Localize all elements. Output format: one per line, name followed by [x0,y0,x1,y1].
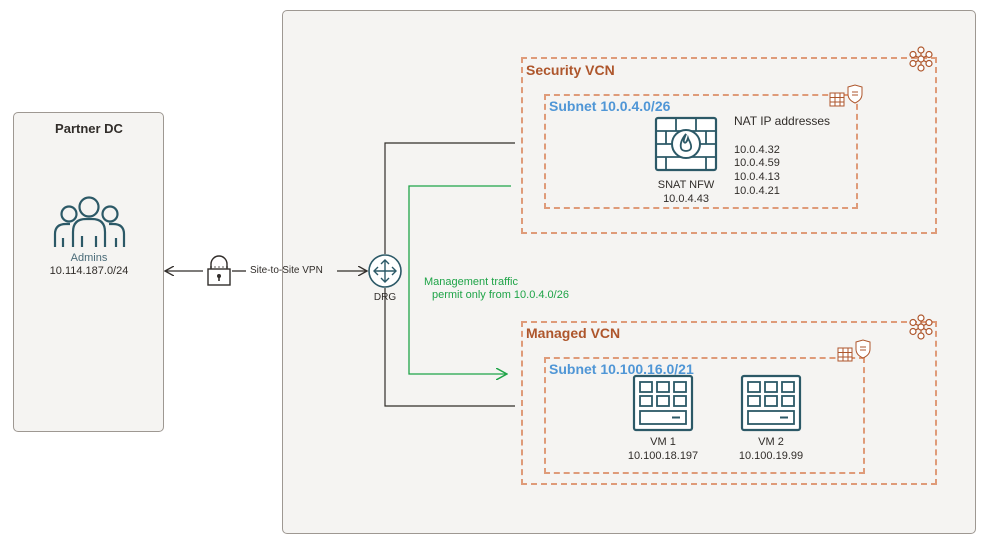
management-line1: Management traffic [424,276,518,288]
partner-dc-title: Partner DC [55,121,123,136]
vm1-name: VM 1 [650,436,676,448]
management-traffic-arrow [408,185,511,374]
lock-icon [207,255,231,286]
drg-router-icon [368,254,402,288]
nat-ip-3: 10.0.4.13 [734,171,780,183]
vm2-name: VM 2 [758,436,784,448]
security-vcn-title: Security VCN [526,62,615,78]
managed-vcn-network-icon [909,314,933,340]
firewall-name: SNAT NFW [657,179,715,191]
admins-cidr: 10.114.187.0/24 [49,265,129,277]
drg-to-security-line [384,142,515,254]
vpn-label: Site-to-Site VPN [250,265,323,276]
admins-users-icon [53,196,126,247]
managed-subnet-box [544,357,865,474]
security-vcn-network-icon [909,46,933,72]
security-subnet-security-list-icon [829,84,863,107]
vm2-ip: 10.100.19.99 [738,450,804,462]
managed-subnet-security-list-icon [837,339,871,362]
security-subnet-box [544,94,858,209]
managed-vcn-title: Managed VCN [526,325,621,341]
firewall-icon [654,116,718,172]
nat-ip-2: 10.0.4.59 [734,157,780,169]
drg-to-managed-line [384,288,515,407]
management-line2: permit only from 10.0.4.0/26 [432,289,569,301]
admins-label: Admins [70,252,108,264]
partner-dc-container [13,112,164,432]
security-vcn-box [521,57,937,234]
security-subnet-title: Subnet 10.0.4.0/26 [549,98,671,114]
vm2-icon [740,374,802,432]
nat-ip-title: NAT IP addresses [734,114,831,128]
nat-ip-1: 10.0.4.32 [734,144,780,156]
nat-ip-4: 10.0.4.21 [734,185,780,197]
managed-subnet-title: Subnet 10.100.16.0/21 [549,361,694,377]
vm1-ip: 10.100.18.197 [627,450,699,462]
firewall-ip: 10.0.4.43 [663,193,709,205]
vm1-icon [632,374,694,432]
managed-vcn-box [521,321,937,485]
